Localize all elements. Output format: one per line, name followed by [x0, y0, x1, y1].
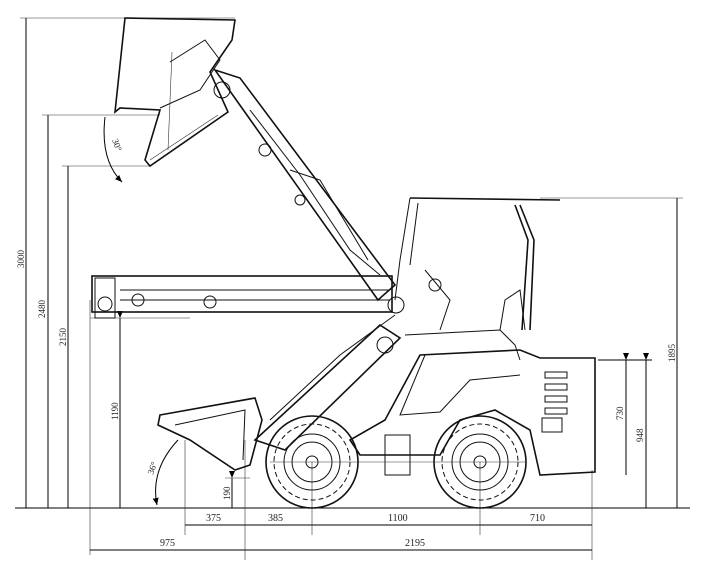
svg-text:375: 375 — [206, 513, 221, 524]
svg-text:730: 730 — [615, 406, 625, 420]
raised-boom — [212, 68, 397, 302]
dimension-1895: 1895 — [540, 197, 683, 508]
svg-text:190: 190 — [222, 486, 232, 500]
dimension-948: 948 — [635, 353, 649, 508]
svg-text:2150: 2150 — [58, 328, 68, 347]
svg-text:30°: 30° — [110, 137, 124, 153]
dimension-730: 730 — [615, 353, 629, 475]
level-boom — [91, 275, 405, 319]
svg-text:1895: 1895 — [667, 344, 677, 363]
lowered-bucket — [157, 397, 263, 471]
dimension-1190: 1190 — [89, 300, 190, 555]
svg-text:710: 710 — [530, 513, 545, 524]
horizontal-dimensions-row1: 375 385 1100 710 — [184, 440, 593, 560]
lowered-boom — [253, 314, 402, 451]
svg-text:36°: 36° — [145, 460, 159, 476]
svg-text:2195: 2195 — [405, 538, 425, 549]
dimension-3000: 3000 — [16, 17, 235, 508]
svg-text:948: 948 — [635, 428, 645, 442]
svg-text:2480: 2480 — [37, 300, 47, 319]
dimension-190: 190 — [222, 471, 250, 508]
svg-text:975: 975 — [160, 538, 175, 549]
svg-text:385: 385 — [268, 513, 283, 524]
cabin-frame — [394, 197, 561, 361]
horizontal-dimensions-row2: 975 2195 — [90, 538, 592, 551]
dump-angle: 30° — [103, 116, 124, 183]
dimension-2150: 2150 — [58, 165, 150, 508]
dimension-2480: 2480 — [37, 114, 160, 508]
svg-text:1100: 1100 — [388, 513, 408, 524]
rollback-angle: 36° — [145, 439, 179, 506]
machine-body — [348, 349, 596, 476]
raised-bucket — [114, 17, 236, 168]
svg-text:1190: 1190 — [110, 402, 120, 420]
svg-text:3000: 3000 — [16, 250, 26, 269]
